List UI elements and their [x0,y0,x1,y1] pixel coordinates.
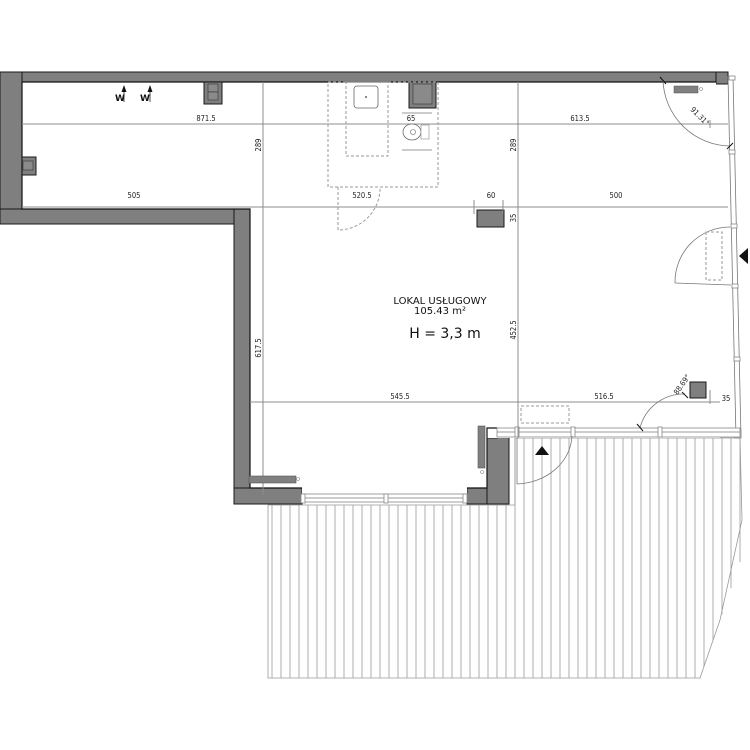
dim-545-5: 545.5 [390,392,409,401]
dim-617-5: 617.5 [254,338,263,357]
dim-35-corner: 35 [722,394,731,403]
dim-60: 60 [487,191,496,200]
wc-fixtures [327,81,439,231]
dimension-lines [22,82,728,495]
dim-452-5: 452.5 [509,320,518,339]
dim-65: 65 [407,114,416,123]
arrow-up-icon [147,85,153,92]
dim-871-5: 871.5 [196,114,215,123]
entrance-arrow-icon [739,248,748,264]
dim-289-left: 289 [254,139,263,152]
room-area: 105.43 m² [414,306,466,317]
dim-613-5: 613.5 [570,114,589,123]
doors [516,76,748,485]
dim-500: 500 [610,191,623,200]
arrow-up-icon [121,85,127,92]
wall-niches [21,81,707,399]
radiators [248,425,486,484]
dim-35-column: 35 [509,214,518,223]
ventilation-w-1: W [115,94,125,104]
dim-516-5: 516.5 [594,392,613,401]
dim-505: 505 [128,191,141,200]
windows [300,426,741,504]
entrance-arrow-icon [535,446,549,455]
terrace-decking [267,437,743,679]
dim-520-5: 520.5 [352,191,371,200]
dim-289-right: 289 [509,139,518,152]
ventilation-w-2: W [140,94,150,104]
room-height: H = 3,3 m [409,326,481,342]
right-facade [727,75,742,439]
ventilation-markers: W W [115,85,153,104]
room-name: LOKAL USŁUGOWY [393,296,487,307]
exterior-walls [0,71,729,505]
